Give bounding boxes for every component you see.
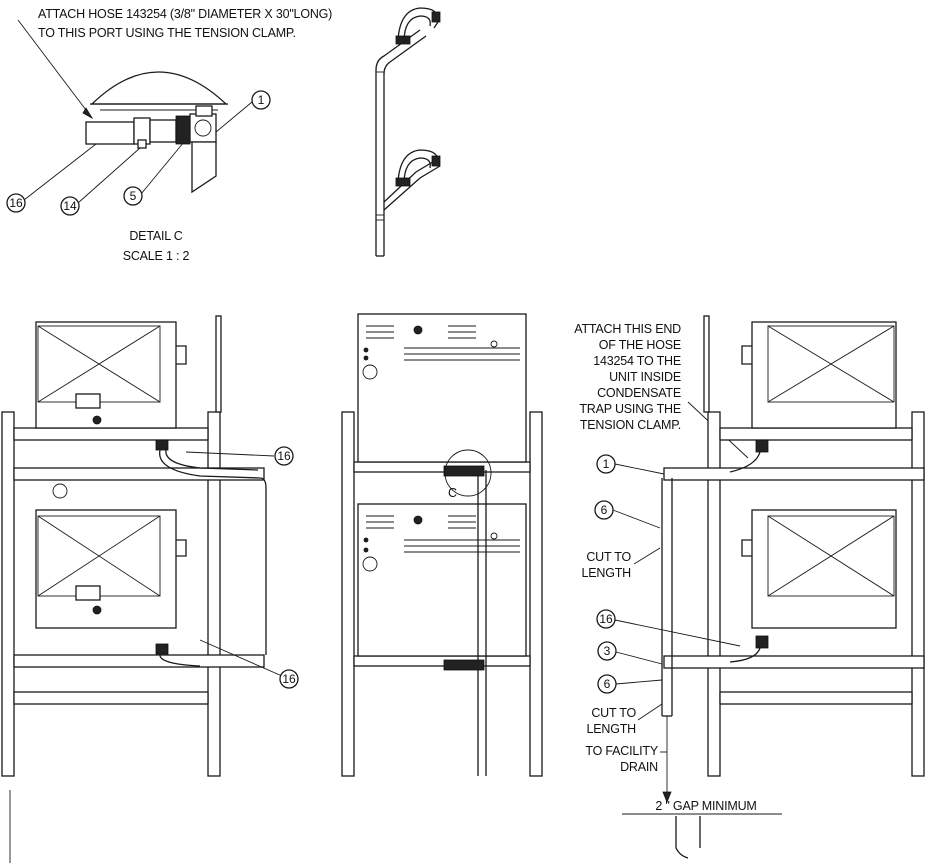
detail-scale: SCALE 1 : 2 xyxy=(123,249,190,263)
upper-back-panel xyxy=(357,313,527,463)
back-stand-leg-right xyxy=(529,411,543,777)
callout-label-6-bottom: 6 xyxy=(604,677,611,691)
attach-end-line6: TRAP USING THE xyxy=(579,402,681,416)
callout-bubble-16-left-top xyxy=(274,446,294,466)
callout-label-16-detail: 16 xyxy=(9,196,23,210)
callout-label-16-left-bottom: 16 xyxy=(282,672,296,686)
right-stand-leg-left xyxy=(707,411,721,777)
callout-bubble-1 xyxy=(251,90,271,110)
callout-label-16-left-top: 16 xyxy=(277,449,291,463)
lower-back-panel xyxy=(357,503,527,657)
callout-label-1-right: 1 xyxy=(603,457,610,471)
right-lower-unit xyxy=(751,509,897,629)
stand-leg-right xyxy=(207,411,221,777)
facility-drain-inlet xyxy=(675,816,701,859)
leader-arrow xyxy=(82,107,94,120)
detail-c-view: ATTACH HOSE 143254 (3/8" DIAMETER X 30"L… xyxy=(6,7,332,263)
attach-end-line2: OF THE HOSE xyxy=(599,338,681,352)
callout-bubble-16-right xyxy=(596,609,616,629)
left-side-view: 16 16 xyxy=(1,315,299,863)
back-stand-leg-left xyxy=(341,411,355,777)
upper-shelf xyxy=(13,427,209,441)
right-drain-view: ATTACH THIS END OF THE HOSE 143254 TO TH… xyxy=(574,315,925,859)
lower-steamer-unit xyxy=(35,509,177,629)
stand-leg-left xyxy=(1,411,15,777)
attach-hose-note-line2: TO THIS PORT USING THE TENSION CLAMP. xyxy=(38,26,296,40)
callout-bubble-14 xyxy=(60,196,80,216)
callout-label-16-right: 16 xyxy=(599,612,613,626)
callout-label-3: 3 xyxy=(604,644,611,658)
callout-label-14: 14 xyxy=(63,199,77,213)
cut-to-length-lower-line2: LENGTH xyxy=(586,722,636,736)
pipe-isometric-view xyxy=(375,7,441,257)
back-drain-pipe xyxy=(477,470,487,776)
attach-end-line4: UNIT INSIDE xyxy=(609,370,681,384)
callout-bubble-5 xyxy=(123,186,143,206)
to-facility-drain-line2: DRAIN xyxy=(620,760,658,774)
callout-label-6-top: 6 xyxy=(601,503,608,517)
fitting-5 xyxy=(149,119,177,143)
cut-to-length-lower-line1: CUT TO xyxy=(591,706,636,720)
detail-title: DETAIL C xyxy=(129,229,182,243)
attach-hose-leader xyxy=(17,19,93,119)
detail-c-marker-label: C xyxy=(448,486,457,500)
back-view: C xyxy=(341,313,543,777)
detail-c-marker xyxy=(444,449,492,497)
lower-shelf xyxy=(13,654,265,668)
cut-to-length-upper-line1: CUT TO xyxy=(586,550,631,564)
attach-end-line1: ATTACH THIS END xyxy=(574,322,681,336)
hose-16 xyxy=(85,121,135,145)
callout-bubble-16-left-bottom xyxy=(279,669,299,689)
right-drain-pipe xyxy=(661,478,673,716)
callout-bubble-3 xyxy=(597,641,617,661)
drain-spout xyxy=(191,141,217,194)
elbow-fitting-1 xyxy=(189,113,217,143)
attach-hose-note-line1: ATTACH HOSE 143254 (3/8" DIAMETER X 30"L… xyxy=(38,7,332,21)
attach-end-line7: TENSION CLAMP. xyxy=(580,418,681,432)
cut-to-length-upper-line2: LENGTH xyxy=(581,566,631,580)
callout-label-5: 5 xyxy=(130,189,137,203)
attach-end-line5: CONDENSATE xyxy=(597,386,681,400)
attach-end-line3: 143254 TO THE xyxy=(593,354,681,368)
upper-panel-fitting xyxy=(413,325,423,335)
callout-bubble-16-detail xyxy=(6,193,26,213)
callout-label-1: 1 xyxy=(258,93,265,107)
right-stand-leg-right xyxy=(911,411,925,777)
to-facility-drain-line1: TO FACILITY xyxy=(585,744,658,758)
dome-shape xyxy=(90,71,228,105)
gap-minimum-label: 2 " GAP MINIMUM xyxy=(655,799,756,813)
